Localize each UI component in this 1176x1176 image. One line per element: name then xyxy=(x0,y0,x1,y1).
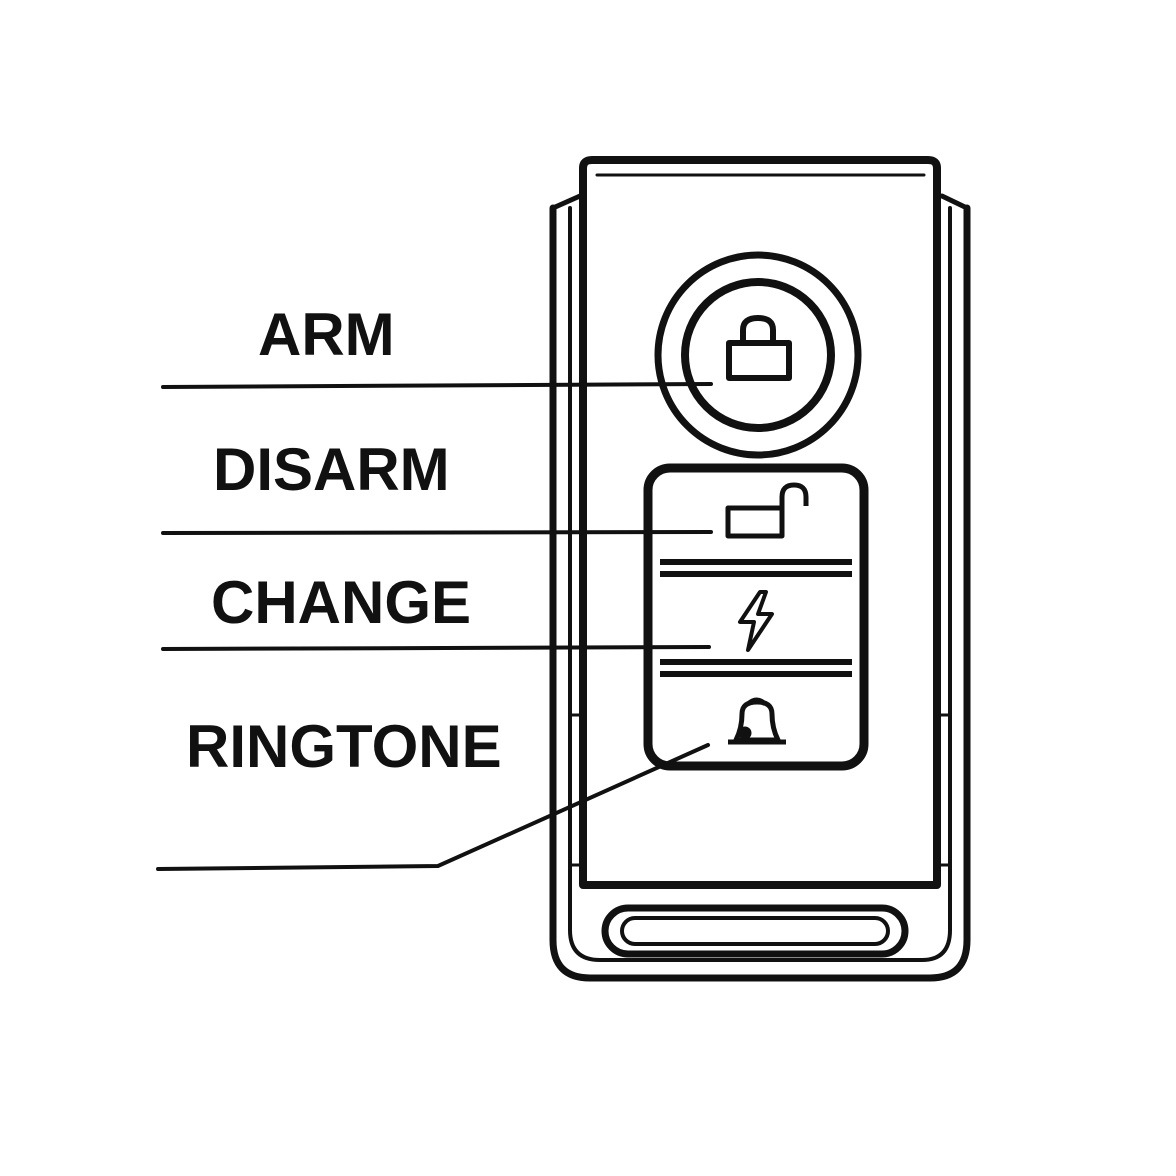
arm-label: ARM xyxy=(258,301,395,368)
change-leader-line xyxy=(161,645,711,651)
remote-body xyxy=(549,156,971,982)
lightning-bolt-icon xyxy=(738,590,774,652)
keypad-frame xyxy=(643,463,869,771)
ringtone-button[interactable] xyxy=(660,680,852,756)
change-label: CHANGE xyxy=(211,569,472,636)
disarm-button[interactable] xyxy=(660,478,852,556)
lock-closed-icon xyxy=(726,315,792,381)
arm-button[interactable] xyxy=(654,251,862,459)
arm-leader-line xyxy=(161,382,713,389)
disarm-leader-line xyxy=(161,530,713,535)
lock-open-icon xyxy=(725,482,809,539)
ringtone-leader-line xyxy=(156,743,710,871)
leader-lines xyxy=(156,382,713,871)
change-button[interactable] xyxy=(660,580,852,656)
disarm-label: DISARM xyxy=(213,436,450,503)
ringtone-label: RINGTONE xyxy=(186,713,502,780)
keypad-separators xyxy=(660,559,852,677)
bell-icon xyxy=(728,697,786,745)
